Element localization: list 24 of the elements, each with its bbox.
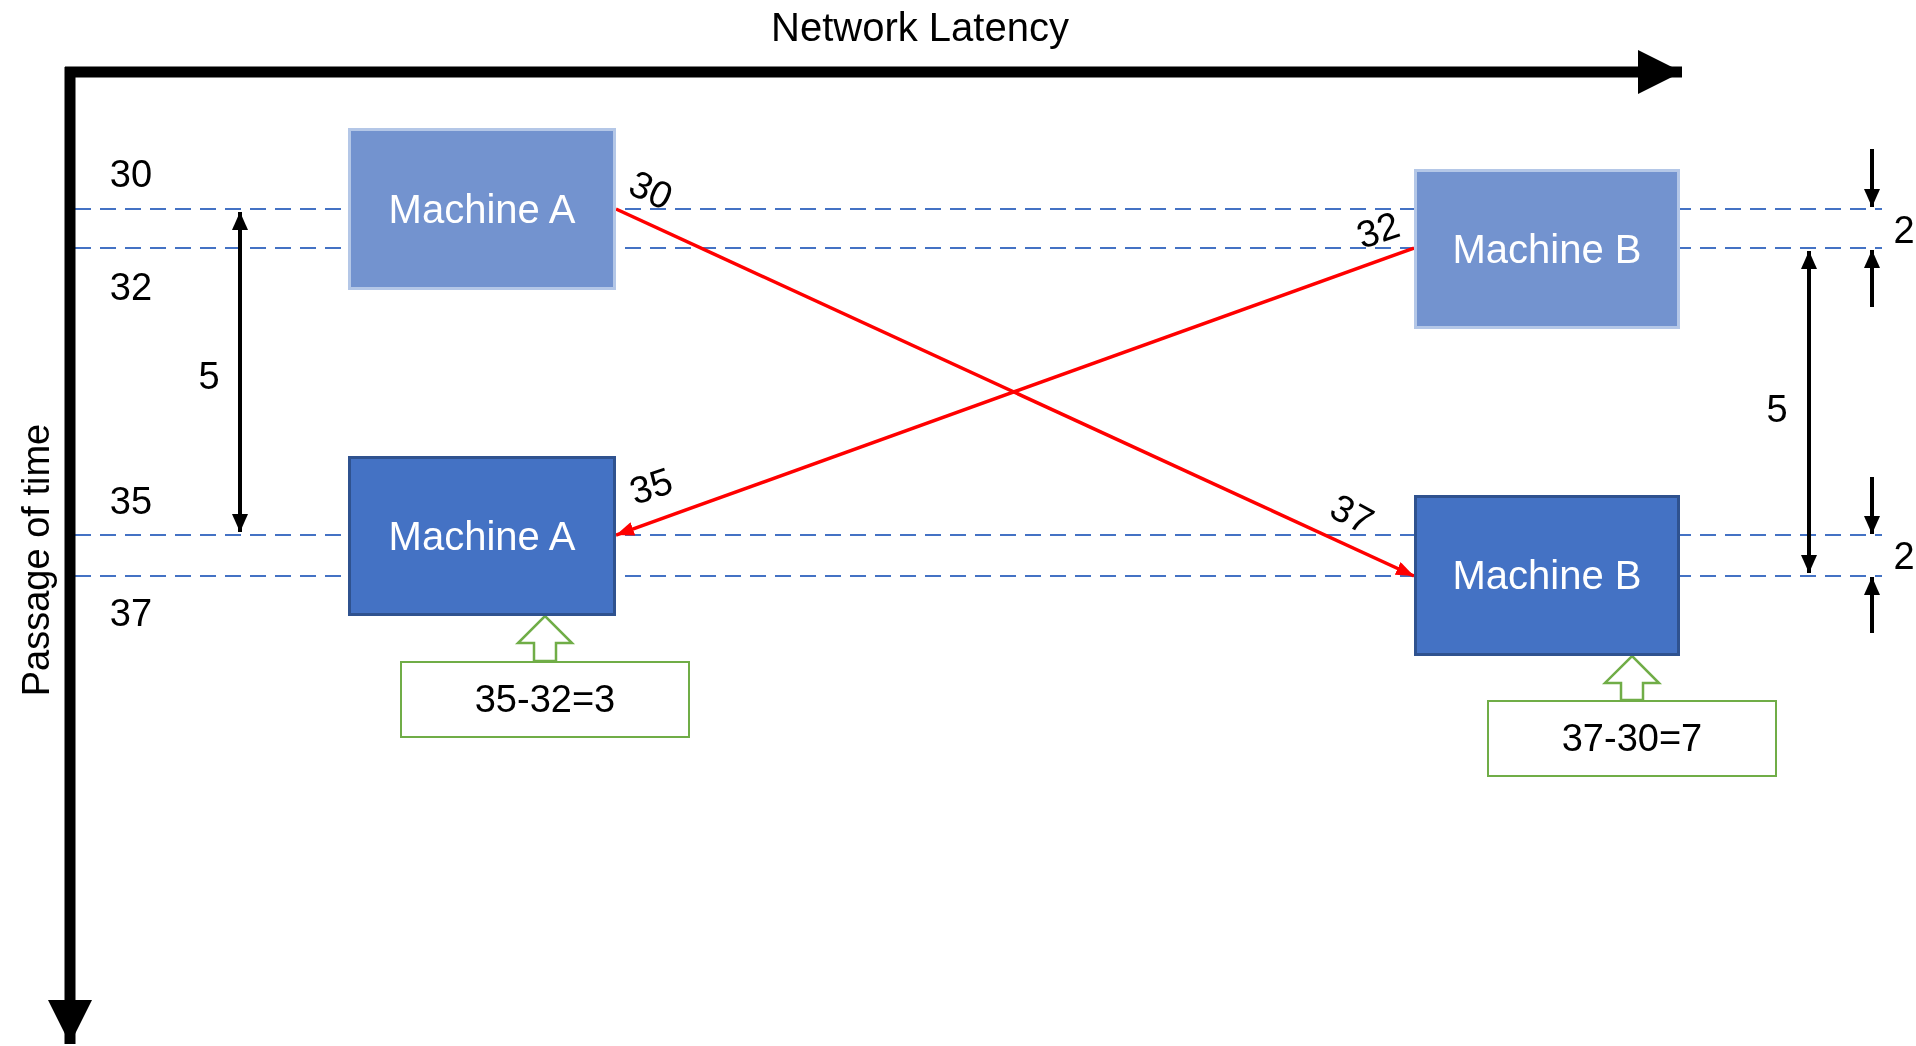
arrow [615, 207, 1415, 578]
time-value: 30 [109, 155, 153, 193]
machine-box: Machine A [348, 456, 616, 616]
axis-title: Passage of time [17, 423, 55, 697]
time-value: 37 [109, 594, 153, 632]
callout-box: 37-30=7 [1487, 700, 1777, 777]
time-value: 37 [1324, 487, 1380, 541]
axis-title: Network Latency [771, 7, 1069, 47]
time-value: 35 [625, 461, 677, 511]
machine-box: Machine B [1414, 495, 1680, 656]
time-value: 32 [1352, 205, 1404, 255]
arrow [615, 246, 1415, 537]
dimension-value: 5 [198, 357, 220, 395]
block-arrow [1602, 654, 1663, 702]
block-arrow [515, 614, 575, 663]
time-value: 32 [109, 268, 153, 306]
callout-box: 35-32=3 [400, 661, 690, 738]
machine-box: Machine A [348, 128, 616, 290]
machine-box: Machine B [1414, 169, 1680, 329]
dimension-value: 2 [1893, 537, 1915, 575]
dimension-value: 2 [1893, 211, 1915, 249]
time-value: 30 [623, 163, 679, 217]
dimension-value: 5 [1766, 390, 1788, 428]
time-value: 35 [109, 482, 153, 520]
